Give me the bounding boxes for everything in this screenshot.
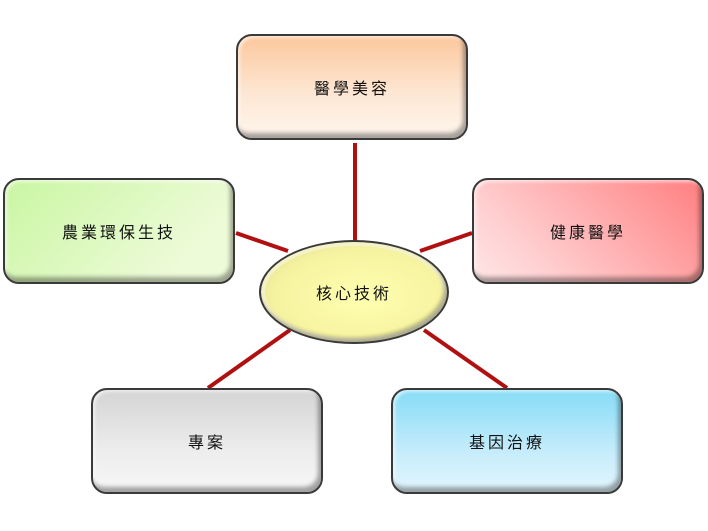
connector-bottom-right (422, 328, 509, 390)
connector-left (235, 231, 289, 253)
node-projects: 專案 (91, 388, 323, 494)
node-label: 專案 (187, 433, 226, 452)
connector-bottom-left (206, 328, 292, 390)
node-gene-therapy: 基因治療 (391, 388, 623, 494)
node-medical-beauty: 醫學美容 (236, 34, 468, 140)
node-label: 農業環保生技 (61, 223, 176, 242)
node-label: 健康醫學 (549, 223, 626, 242)
node-health-medicine: 健康醫學 (472, 178, 704, 284)
node-label: 醫學美容 (313, 79, 390, 98)
center-label: 核心技術 (315, 284, 392, 303)
center-node-core-tech: 核心技術 (259, 240, 449, 344)
node-label: 基因治療 (468, 433, 545, 452)
node-agri-eco-biotech: 農業環保生技 (3, 178, 235, 284)
connector-right (419, 231, 473, 253)
